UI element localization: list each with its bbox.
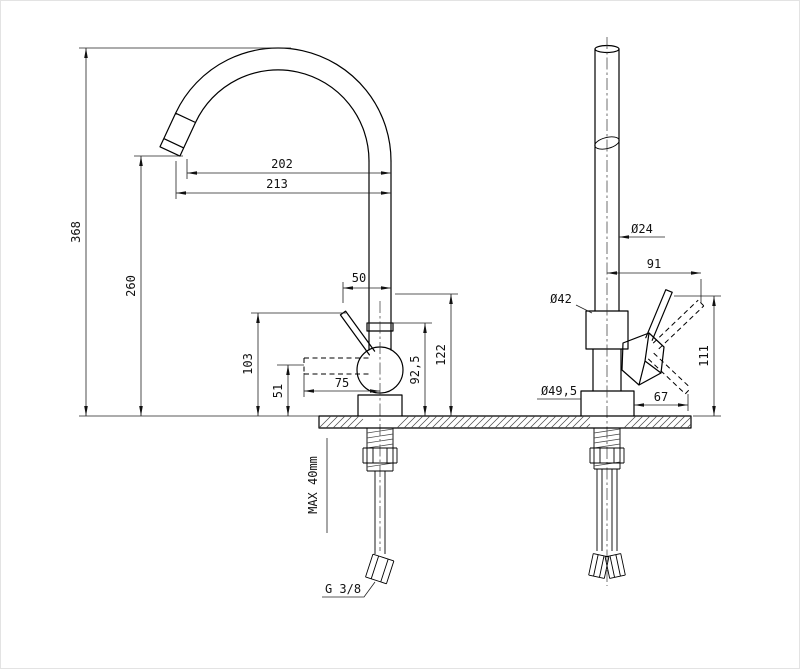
spout-outline: [175, 47, 392, 162]
dim-label-75: 75: [335, 376, 349, 390]
countertop-hatch: [318, 415, 692, 429]
shank-threads: [366, 428, 394, 468]
dim-label-92-5: 92,5: [408, 356, 422, 385]
side-handle-housing: [621, 332, 665, 386]
dim-label-91: 91: [647, 257, 661, 271]
dim-label-260: 260: [124, 275, 138, 297]
dim-label-dia24: Ø24: [631, 222, 653, 236]
side-hose-fitting-left: [588, 553, 610, 579]
dim-label-dia42: Ø42: [550, 292, 572, 306]
side-handle-lever: [645, 289, 673, 341]
front-view: [159, 47, 404, 585]
dimensions: 368 260 202 213 50 103 51 75 92,5 122 Ø2…: [69, 47, 721, 598]
side-joint: [594, 136, 620, 150]
mounting-nut: [362, 447, 398, 464]
side-hose-fitting-right: [604, 553, 626, 579]
hose-fitting: [365, 553, 395, 585]
note-max-thickness: MAX 40mm: [306, 456, 320, 514]
dim-label-51: 51: [271, 384, 285, 398]
countertop: [318, 415, 692, 429]
extension-lines: [79, 47, 721, 417]
dim-label-111: 111: [697, 345, 711, 367]
spout-aerator: [159, 112, 197, 157]
side-mounting-nut: [589, 447, 625, 464]
side-handle-hidden-down: [647, 352, 692, 395]
side-shank-threads: [593, 428, 621, 467]
dim-label-dia49-5: Ø49,5: [541, 384, 577, 398]
side-supply-hoses: [596, 469, 618, 551]
side-handle-hidden-up: [652, 299, 705, 350]
dimension-lines: [85, 48, 715, 598]
supply-hose: [374, 471, 386, 554]
side-column: [594, 48, 620, 312]
dim-label-213: 213: [266, 177, 288, 191]
side-view: [580, 37, 705, 586]
mounting-shank: [366, 428, 394, 472]
countertop-surface: [318, 415, 692, 429]
dim-label-368: 368: [69, 221, 83, 243]
handle-lever-hidden: [303, 357, 371, 375]
dim-label-202: 202: [271, 157, 293, 171]
dim-label-122: 122: [434, 344, 448, 366]
dim-label-50: 50: [352, 271, 366, 285]
note-hose-thread: G 3/8: [325, 582, 361, 596]
side-base-flange: [580, 390, 635, 417]
dim-label-103: 103: [241, 353, 255, 375]
dim-label-67: 67: [654, 390, 668, 404]
